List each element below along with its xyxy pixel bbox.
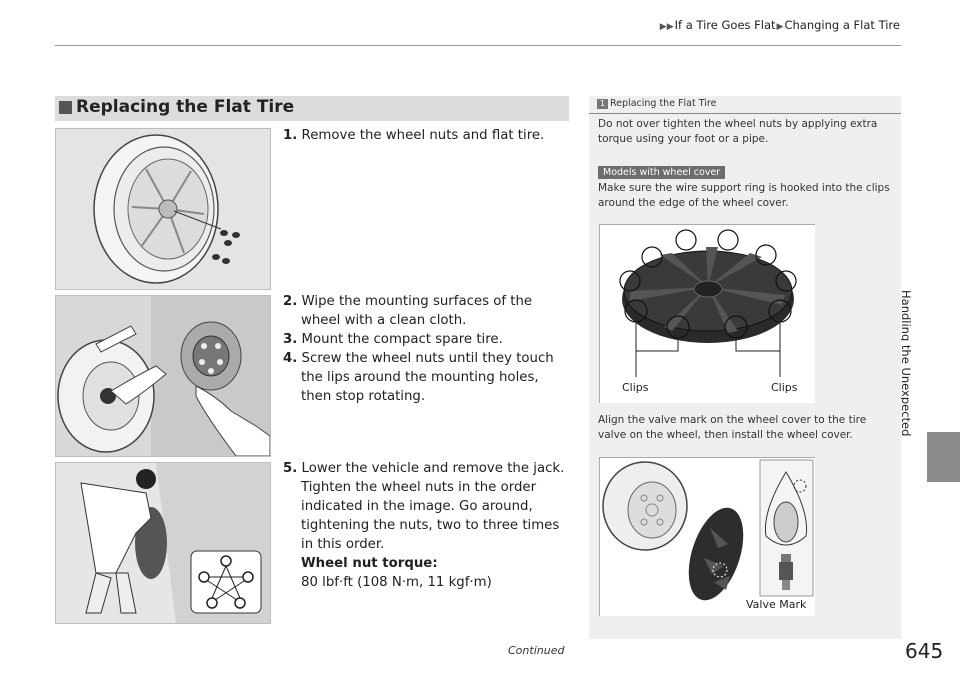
step-number: 3. [283, 332, 298, 347]
chapter-tab-label: Handling the Unexpected [899, 290, 913, 437]
breadcrumb-item[interactable]: If a Tire Goes Flat [674, 18, 776, 32]
photo-wipe-mount [55, 295, 271, 457]
label-clips-right: Clips [771, 381, 798, 394]
breadcrumb-item[interactable]: Changing a Flat Tire [784, 18, 900, 32]
label-clips-left: Clips [622, 381, 649, 394]
header-divider [55, 45, 901, 46]
triangle-right-icon: ▶▶ [659, 22, 674, 32]
step-text: Wipe the mounting surfaces of the wheel … [301, 294, 533, 328]
section-heading: Replacing the Flat Tire [55, 96, 569, 121]
triangle-right-icon: ▶ [776, 22, 784, 32]
steps-2-to-4: 2. Wipe the mounting surfaces of the whe… [283, 292, 573, 406]
note-wire-ring: Make sure the wire support ring is hooke… [598, 182, 890, 209]
side-note-title: Replacing the Flat Tire [610, 98, 717, 109]
side-note-divider [589, 113, 901, 114]
step-1: 1. Remove the wheel nuts and flat tire. [283, 126, 573, 145]
label-valve-mark: Valve Mark [746, 598, 807, 611]
step-number: 2. [283, 294, 298, 309]
figure-valve-mark: Valve Mark [599, 457, 815, 616]
section-title: Replacing the Flat Tire [76, 97, 295, 117]
step-text: Screw the wheel nuts until they touch th… [301, 351, 554, 404]
step-text: Remove the wheel nuts and flat tire. [301, 128, 545, 143]
step-text: Mount the compact spare tire. [301, 332, 503, 347]
torque-label: Wheel nut torque: [301, 556, 438, 571]
step-number: 1. [283, 128, 298, 143]
photo-remove-wheel [55, 128, 271, 290]
square-bullet-icon [59, 101, 72, 114]
torque-value: 80 lbf·ft (108 N·m, 11 kgf·m) [301, 575, 492, 590]
step-number: 5. [283, 461, 298, 476]
note-icon: 1 [597, 99, 608, 109]
figure-wheel-cover-clips: Clips Clips [599, 224, 815, 403]
step-text: Lower the vehicle and remove the jack. T… [301, 461, 565, 552]
note-valve-align: Align the valve mark on the wheel cover … [598, 414, 867, 441]
chapter-tab-marker [927, 432, 960, 482]
breadcrumb: ▶▶If a Tire Goes Flat▶Changing a Flat Ti… [0, 18, 900, 32]
model-badge: Models with wheel cover [598, 166, 726, 179]
step-5: 5. Lower the vehicle and remove the jack… [283, 459, 573, 592]
photo-tighten-nuts [55, 462, 271, 624]
note-torque: Do not over tighten the wheel nuts by ap… [598, 118, 878, 145]
step-number: 4. [283, 351, 298, 366]
page-number: 645 [905, 639, 944, 663]
continued-label: Continued [508, 644, 565, 657]
